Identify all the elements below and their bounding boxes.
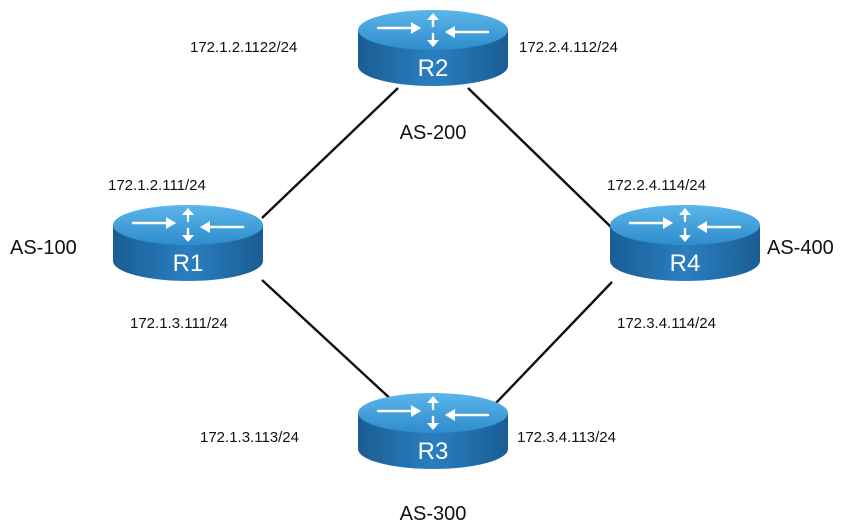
router-name-r2: R2 xyxy=(418,55,449,82)
ip-label-r1-r3: 172.1.3.111/24 xyxy=(130,315,228,332)
router-r1: R1 xyxy=(111,203,265,283)
link-r3-r4 xyxy=(495,281,613,404)
link-r1-r3 xyxy=(261,279,396,404)
router-name-r4: R4 xyxy=(670,250,701,277)
ip-label-r2-r4: 172.2.4.112/24 xyxy=(519,39,618,56)
ip-label-r3-r4: 172.3.4.113/24 xyxy=(517,429,616,446)
as-label-r3: AS-300 xyxy=(400,503,467,525)
as-label-r1: AS-100 xyxy=(10,237,77,259)
ip-label-r4-r2: 172.2.4.114/24 xyxy=(607,177,706,194)
ip-label-r2-r1: 172.1.2.1122/24 xyxy=(190,39,297,56)
router-name-r3: R3 xyxy=(418,438,449,465)
as-label-r2: AS-200 xyxy=(400,122,467,144)
as-label-r4: AS-400 xyxy=(767,237,834,259)
link-r2-r4 xyxy=(467,87,613,229)
router-name-r1: R1 xyxy=(173,250,204,277)
ip-label-r4-r3: 172.3.4.114/24 xyxy=(617,315,716,332)
ip-label-r3-r1: 172.1.3.113/24 xyxy=(200,429,299,446)
link-r1-r2 xyxy=(261,87,399,219)
router-r2: R2 xyxy=(356,8,510,88)
router-r4: R4 xyxy=(608,203,762,283)
router-r3: R3 xyxy=(356,391,510,471)
ip-label-r1-r2: 172.1.2.111/24 xyxy=(108,177,206,194)
